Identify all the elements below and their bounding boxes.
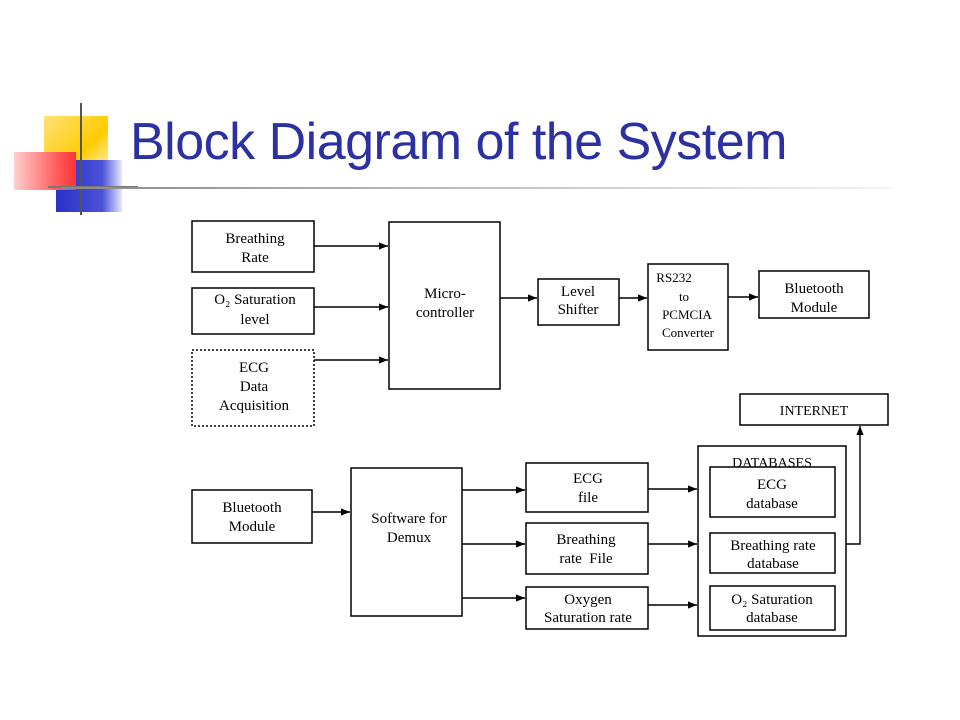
converter-line4: Converter	[662, 325, 715, 340]
converter-line3: PCMCIA	[662, 307, 712, 322]
bluetooth-tx-block	[758, 270, 870, 319]
bluetooth-rx-line2: Module	[229, 519, 276, 535]
ecg-database-line1: ECG	[757, 477, 787, 493]
o2-database-line1: O₂ Saturation	[731, 592, 813, 608]
slide-title: Block Diagram of the System	[130, 113, 787, 171]
o2-saturation-block	[191, 287, 315, 335]
ecg-file-line1: ECG	[573, 471, 603, 487]
bluetooth-tx-line1: Bluetooth	[784, 281, 844, 297]
ecg-acquisition-block	[191, 349, 315, 427]
title-underline	[62, 187, 892, 189]
ecg-acquisition-line1: ECG	[239, 360, 269, 376]
ecg-file-block	[525, 462, 649, 513]
microcontroller-line1: Micro-	[424, 286, 466, 302]
ecg-acquisition-line2: Data	[240, 379, 269, 395]
internet-block	[739, 393, 889, 426]
level-shifter-block	[537, 278, 620, 326]
ecg-database-block	[709, 466, 836, 518]
software-demux-block	[350, 467, 463, 617]
converter-line2: to	[679, 289, 689, 304]
level-shifter-line2: Shifter	[558, 302, 599, 318]
o2-saturation-line1: O₂ Saturation	[214, 292, 296, 308]
o2-database-line2: database	[746, 610, 798, 626]
oxygen-file-line2: Saturation rate	[544, 610, 632, 626]
breathing-file-block	[525, 522, 649, 575]
ecg-file-line2: file	[578, 490, 598, 506]
software-demux-line1: Software for	[371, 511, 446, 527]
ecg-acquisition-line3: Acquisition	[219, 398, 289, 414]
microcontroller-block	[388, 221, 501, 390]
breathing-database-line2: database	[747, 556, 799, 572]
converter-line1: RS232	[656, 270, 691, 285]
internet-label: INTERNET	[780, 404, 849, 419]
bluetooth-tx-line2: Module	[791, 300, 838, 316]
breathing-file-line1: Breathing	[556, 532, 616, 548]
converter-block	[647, 263, 729, 351]
software-demux-line2: Demux	[387, 530, 432, 546]
databases-label: DATABASES	[732, 456, 812, 471]
microcontroller-line2: controller	[416, 305, 474, 321]
o2-database-block	[709, 585, 836, 631]
arrow-databases-to-internet	[846, 426, 864, 545]
level-shifter-line1: Level	[561, 284, 595, 300]
ecg-database-line2: database	[746, 496, 798, 512]
databases-container	[697, 445, 847, 637]
breathing-file-line2: rate File	[559, 551, 613, 567]
breathing-rate-line1: Breathing	[225, 231, 285, 247]
breathing-rate-line2: Rate	[241, 250, 269, 266]
bluetooth-rx-block	[191, 489, 313, 544]
deco-red-square	[14, 152, 76, 190]
deco-vertical-line	[80, 103, 82, 215]
oxygen-file-line1: Oxygen	[564, 592, 612, 608]
bluetooth-rx-line1: Bluetooth	[222, 500, 282, 516]
breathing-database-line1: Breathing rate	[730, 538, 816, 554]
oxygen-file-block	[525, 586, 649, 630]
o2-saturation-line2: level	[240, 312, 269, 328]
breathing-database-block	[709, 532, 836, 574]
